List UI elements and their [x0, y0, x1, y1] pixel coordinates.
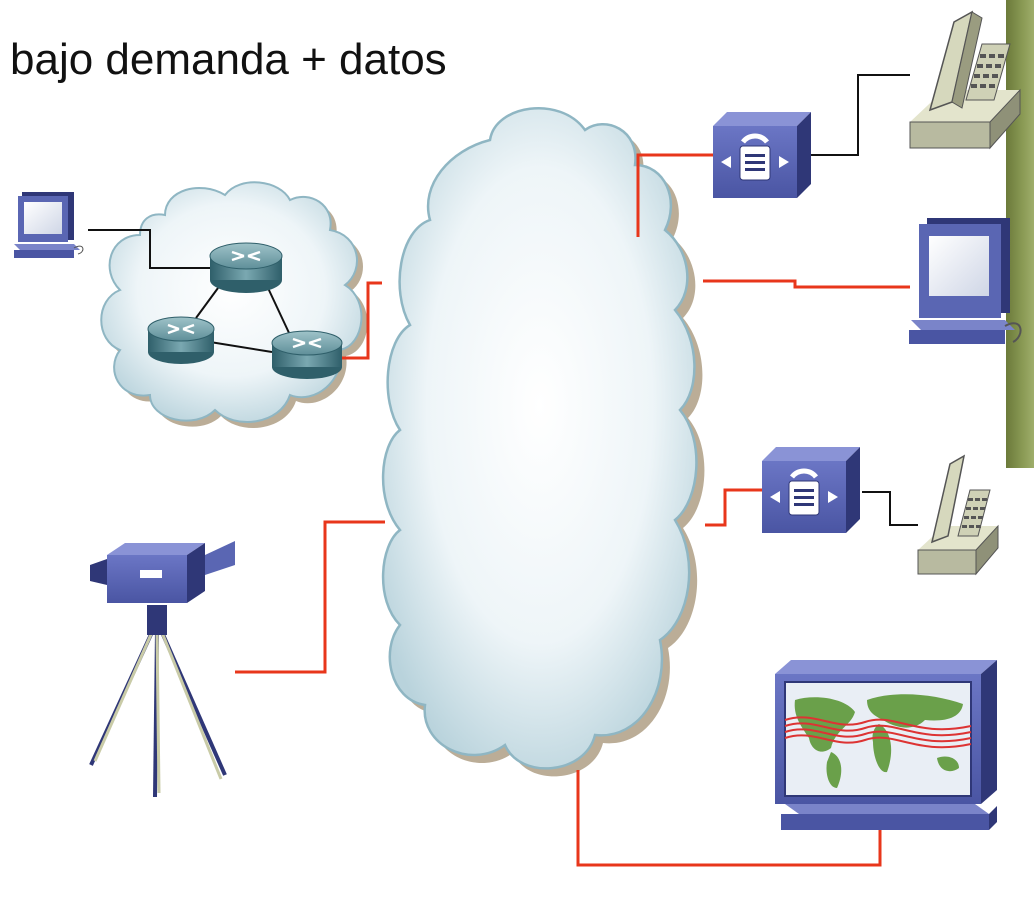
page-title: bajo demanda + datos [10, 35, 447, 84]
link-cloud-gateway-bottom [705, 488, 762, 527]
voice-gateway-icon [762, 447, 860, 533]
link-workstation-router [88, 229, 212, 269]
workstation-icon [909, 218, 1022, 344]
router-icon [271, 330, 343, 379]
map-display-icon [775, 660, 997, 830]
link-gateway-phone-bottom [862, 491, 918, 526]
link-camera-cloud [235, 520, 385, 674]
video-camera-icon [89, 541, 235, 798]
link-gateway-phone-top [810, 74, 910, 156]
local-network-cloud [100, 181, 368, 428]
link-router-cloud [342, 281, 382, 360]
network-cloud-icon [381, 107, 705, 777]
voice-gateway-icon [713, 112, 811, 198]
workstation-icon [14, 192, 84, 258]
slide-accent-bar [1006, 0, 1034, 468]
link-cloud-map-display [576, 770, 882, 867]
links [88, 74, 918, 867]
link-router-router-c [209, 341, 273, 353]
link-router-router-b [267, 287, 291, 336]
telephone-icon [909, 10, 1021, 150]
telephone-icon [917, 454, 999, 576]
clipped-heading-remnant: ... [0, 0, 37, 2]
router-icon [147, 316, 215, 364]
link-router-router-a [195, 287, 219, 319]
router-icon [209, 242, 283, 293]
link-cloud-workstation-right [703, 279, 910, 289]
link-cloud-gateway-top [636, 153, 713, 237]
